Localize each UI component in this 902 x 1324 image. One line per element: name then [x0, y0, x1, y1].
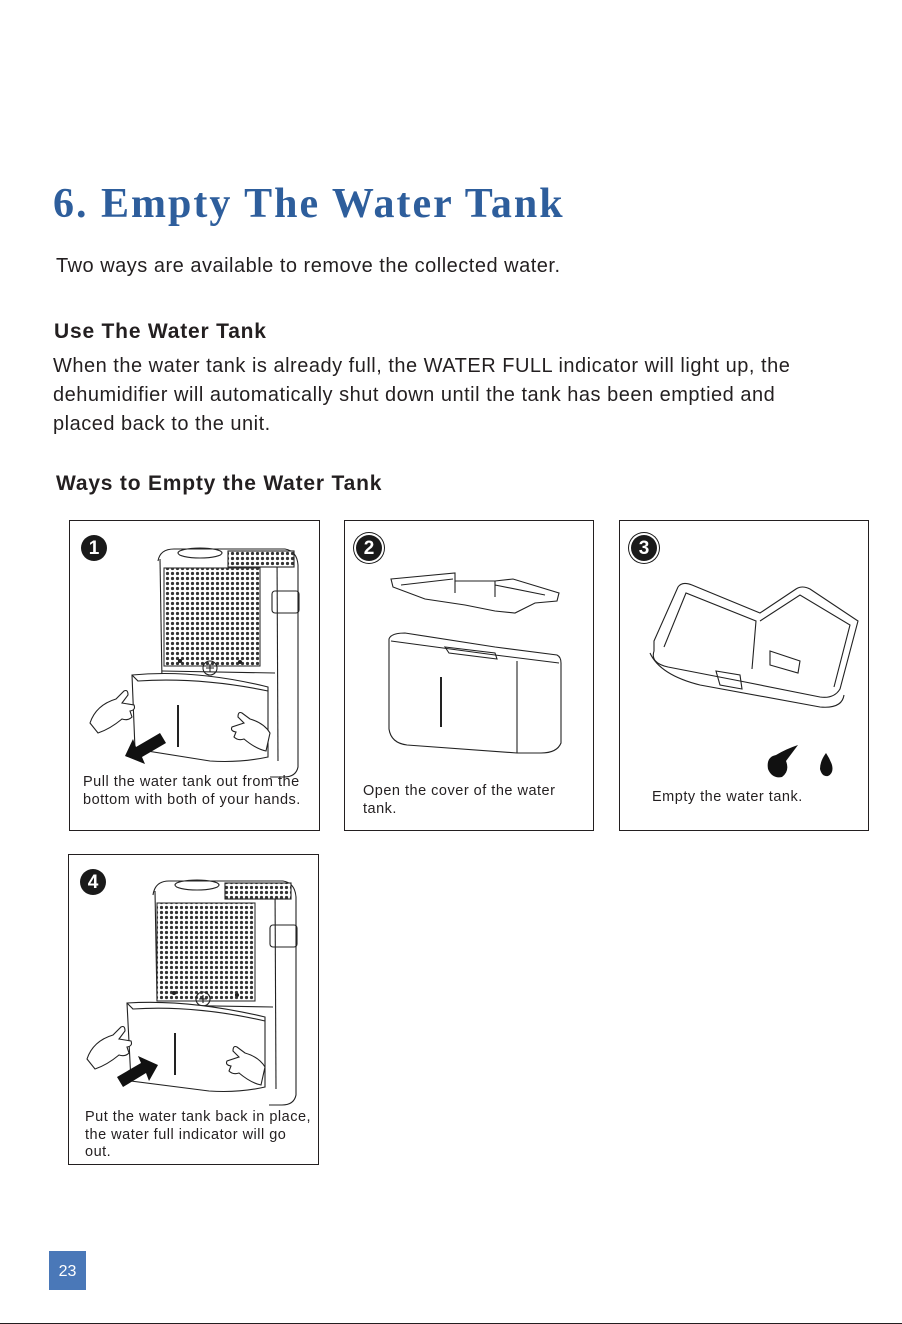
- step-3-caption: Empty the water tank.: [652, 789, 803, 805]
- page-number: 23: [49, 1251, 86, 1290]
- step-3-badge: 3: [631, 535, 657, 561]
- water-drop-icon: [767, 745, 798, 778]
- step-4-caption: Put the water tank back in place, the wa…: [85, 1109, 312, 1160]
- intro-text: Two ways are available to remove the col…: [56, 255, 561, 277]
- water-drop-icon: [820, 753, 833, 777]
- arrow-icon: [117, 1056, 158, 1087]
- tank-cover-illustration: [388, 572, 562, 754]
- use-water-tank-heading: Use The Water Tank: [54, 320, 267, 343]
- step-2-caption: Open the cover of the water tank.: [363, 783, 556, 817]
- step-2-panel: 2 Open the cover of the water tank.: [344, 520, 594, 831]
- tank-empty-illustration: [649, 582, 859, 778]
- step-4-panel: 4 Put the water tank back in place, the …: [68, 854, 319, 1165]
- ways-heading: Ways to Empty the Water Tank: [56, 472, 383, 495]
- page-title: 6. Empty The Water Tank: [53, 181, 565, 227]
- hand-icon: [230, 711, 271, 752]
- use-water-tank-body: When the water tank is already full, the…: [53, 355, 791, 435]
- step-4-badge: 4: [80, 869, 106, 895]
- hand-icon: [89, 689, 136, 734]
- step-3-panel: 3 Empty the water tank.: [619, 520, 869, 831]
- dehumidifier-insert-illustration: [86, 879, 298, 1106]
- step-1-panel: 1 Pull the water tank out from the botto…: [69, 520, 320, 831]
- step-1-badge: 1: [81, 535, 107, 561]
- step-1-caption: Pull the water tank out from the bottom …: [83, 774, 301, 808]
- hand-icon: [225, 1045, 266, 1086]
- arrow-icon: [125, 733, 166, 764]
- hand-icon: [86, 1025, 133, 1070]
- dehumidifier-pull-illustration: [89, 547, 300, 778]
- step-2-badge: 2: [356, 535, 382, 561]
